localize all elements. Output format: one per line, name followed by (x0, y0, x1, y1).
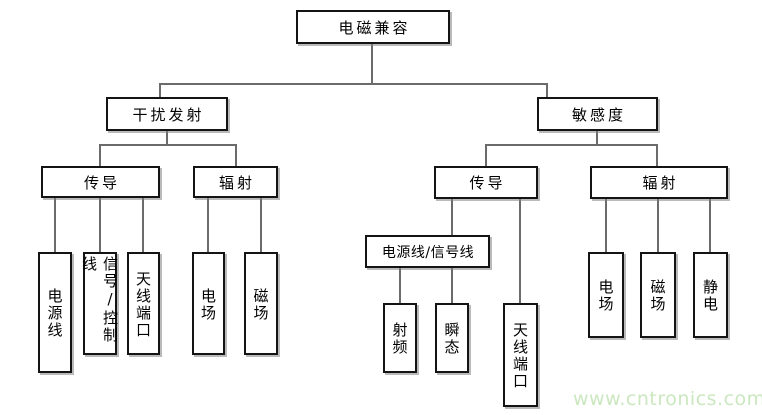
node-emission: 干扰发射 (106, 97, 228, 131)
connector-drop-antenna-port-right (519, 199, 521, 303)
connector-drop-emission (159, 83, 161, 97)
watermark-text: www.cntronics.com (573, 388, 762, 410)
node-root: 电磁兼容 (296, 10, 450, 44)
connector-emission-stem (166, 131, 168, 144)
node-transient: 瞬态 (435, 303, 469, 373)
node-susceptibility-radiated: 辐射 (590, 166, 728, 199)
connector-drop-e-field-right (605, 199, 607, 252)
connector-drop-susceptibility-conducted (485, 144, 487, 166)
connector-drop-emission-radiated (235, 144, 237, 166)
node-antenna-port-right: 天线端口 (503, 303, 538, 407)
connector-drop-m-field-left (260, 198, 262, 252)
node-m-field-left: 磁场 (244, 252, 278, 355)
connector-emission-branch (99, 144, 237, 146)
node-power-line: 电源线 (38, 252, 72, 373)
connector-drop-transient (451, 268, 453, 303)
connector-drop-antenna-port-left (142, 198, 144, 252)
connector-drop-susceptibility (546, 83, 548, 97)
connector-level1-branch (159, 83, 548, 85)
node-emission-conducted: 传导 (41, 166, 160, 198)
connector-drop-susceptibility-radiated (656, 144, 658, 166)
node-e-field-right: 电场 (588, 252, 624, 338)
node-power-signal-line: 电源线/信号线 (365, 235, 490, 268)
node-e-field-left: 电场 (192, 252, 225, 355)
node-rf: 射频 (383, 303, 417, 373)
connector-drop-electrostatic (709, 199, 711, 252)
connector-susceptibility-branch (485, 144, 658, 146)
connector-drop-m-field-right (657, 199, 659, 252)
node-m-field-right: 磁场 (640, 252, 676, 338)
node-emission-radiated: 辐射 (193, 166, 278, 198)
connector-drop-power-signal-line (451, 199, 453, 235)
node-susceptibility-conducted: 传导 (434, 166, 538, 199)
node-antenna-port-left: 天线端口 (127, 252, 160, 355)
connector-root-stem (371, 44, 373, 83)
node-electrostatic: 静电 (693, 252, 728, 338)
connector-drop-e-field-left (207, 198, 209, 252)
node-signal-control-line: 信号/控制线 (80, 252, 119, 355)
connector-drop-signal-control-line (99, 198, 101, 252)
node-susceptibility: 敏感度 (537, 97, 658, 131)
connector-drop-rf (399, 268, 401, 303)
connector-susceptibility-stem (596, 131, 598, 144)
connector-drop-emission-conducted (99, 144, 101, 166)
connector-drop-power-line (54, 198, 56, 252)
